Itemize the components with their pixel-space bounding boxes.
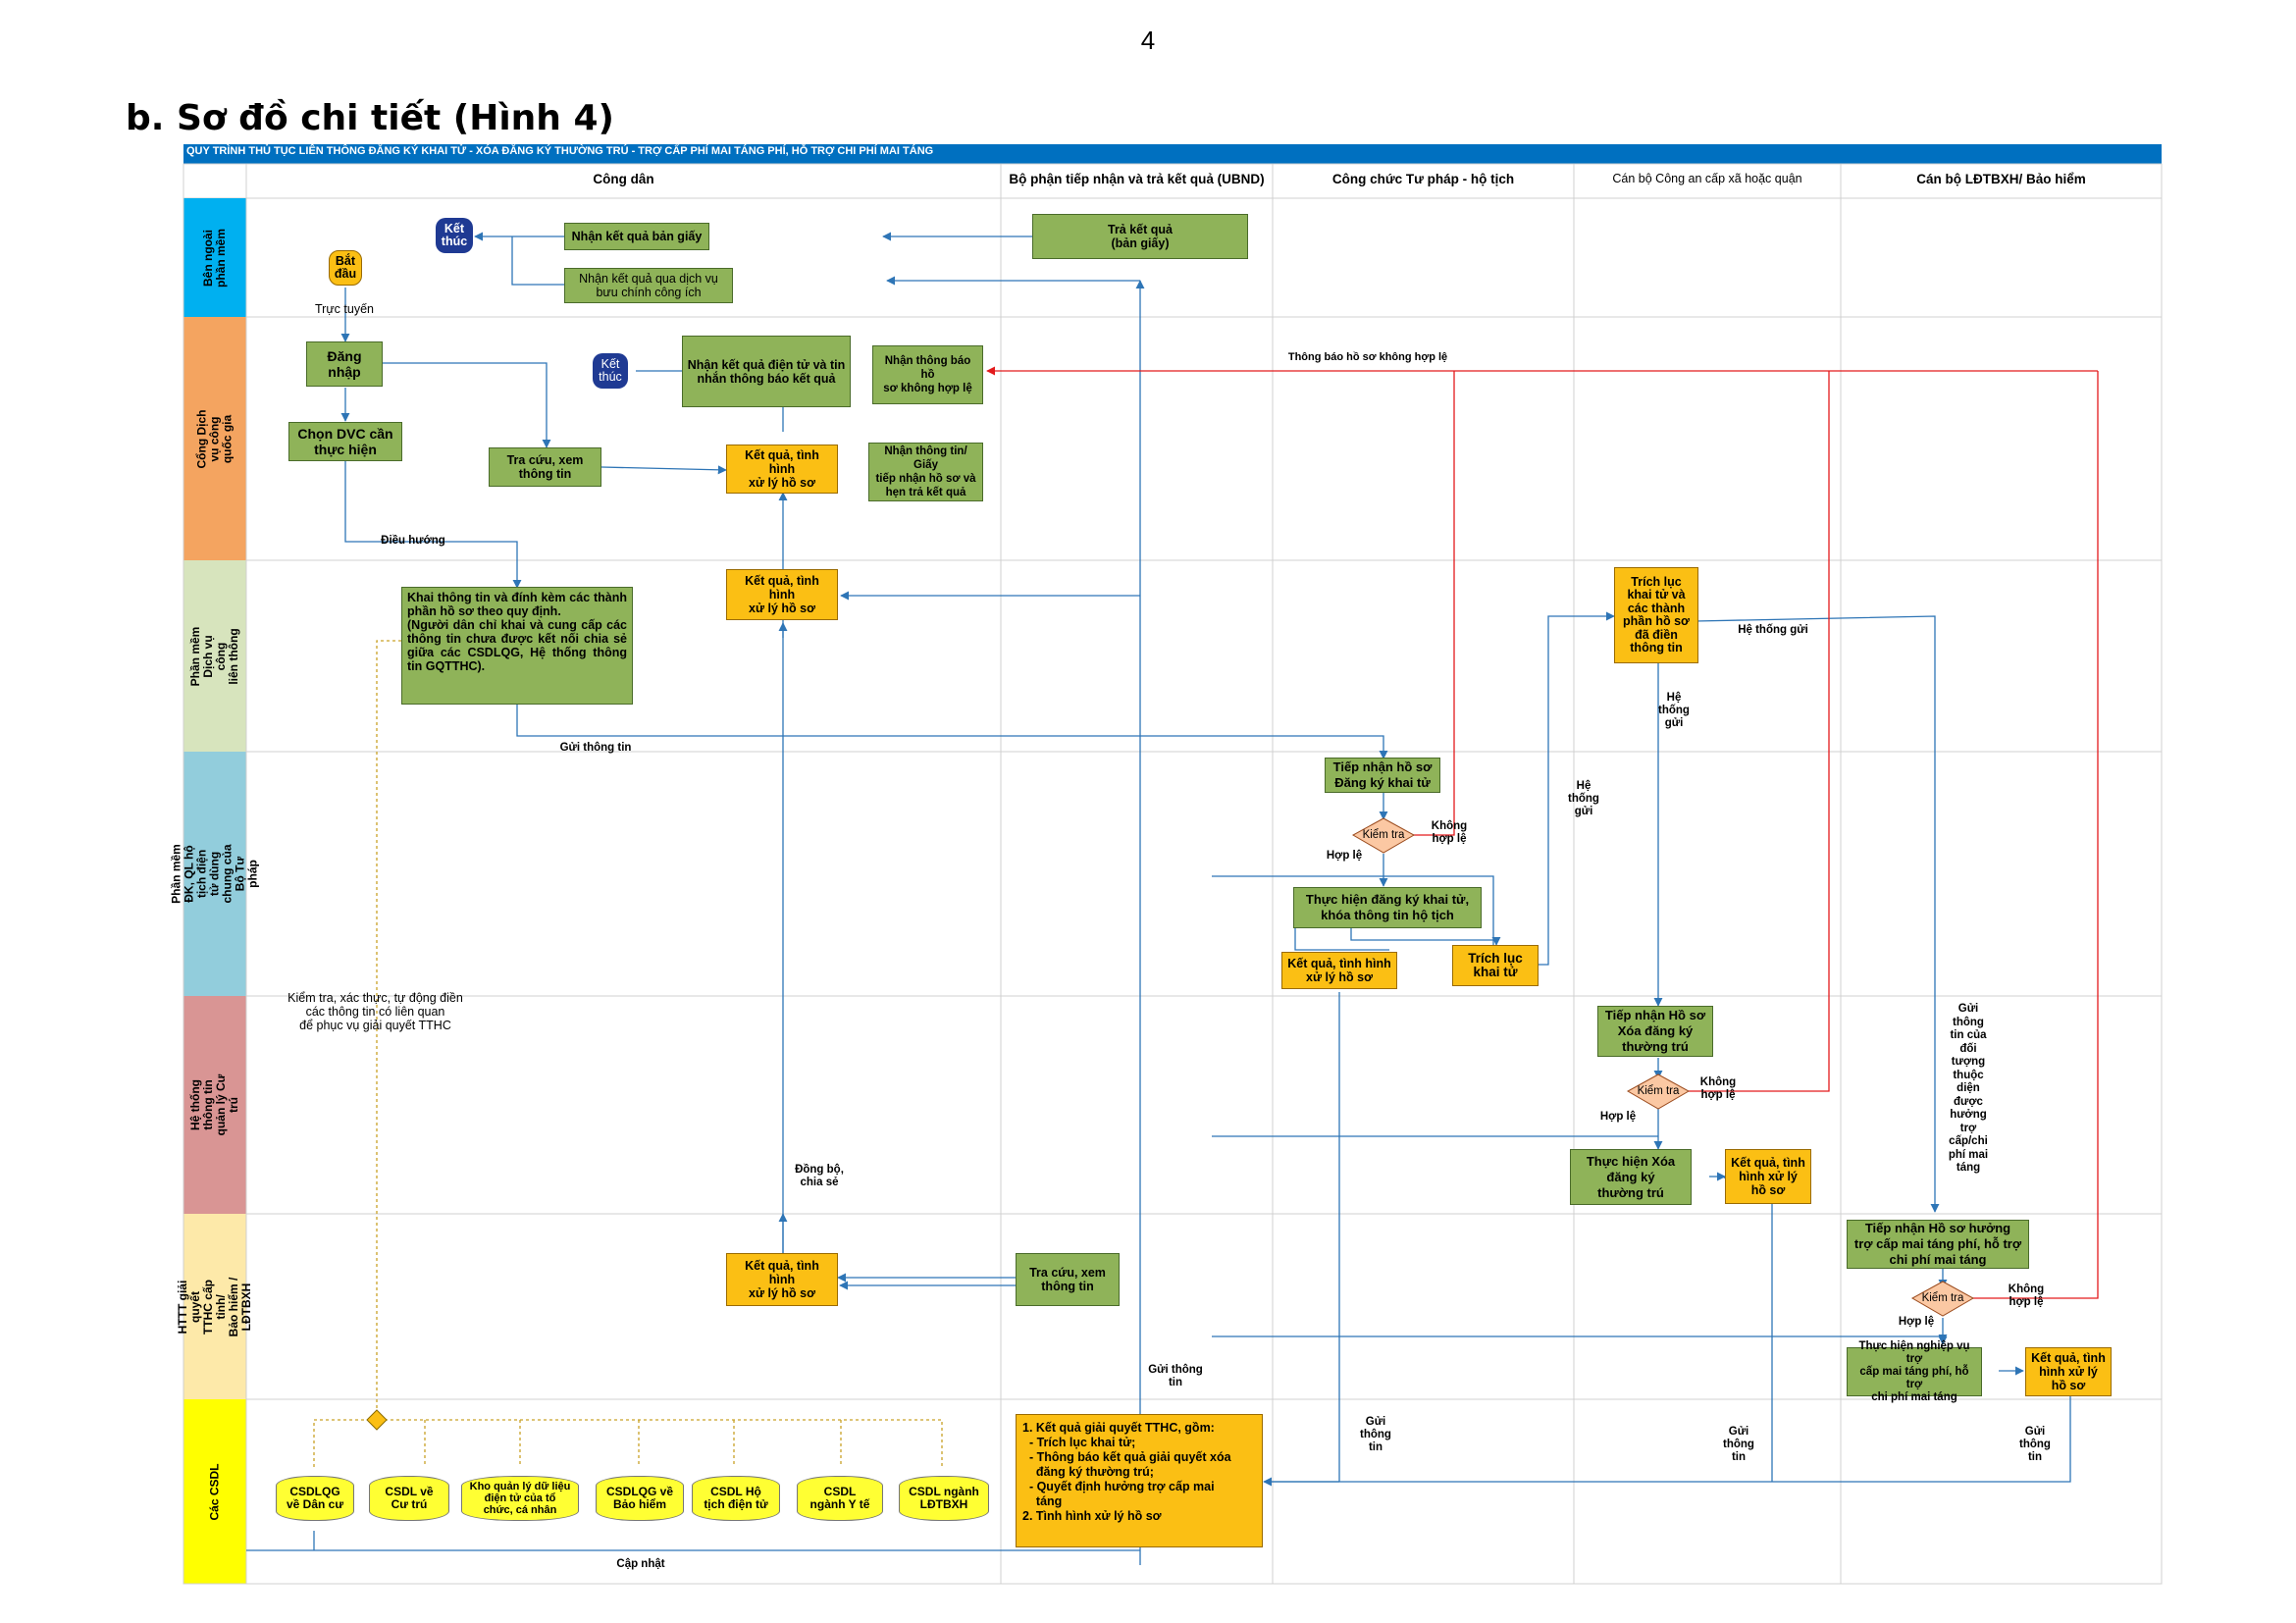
end-terminal-2: Kết thúc	[593, 353, 628, 389]
node-thuc-hien-xoa: Thực hiện Xóa đăng ký thường trú	[1570, 1149, 1692, 1205]
node-ket-qua-giai-quyet: 1. Kết quả giải quyết TTHC, gồm: - Trích…	[1016, 1414, 1263, 1547]
label-dieu-huong: Điều hướng	[381, 535, 445, 547]
node-kq-tinh-hinh-2: Kết quả, tình hình xử lý hồ sơ	[726, 569, 838, 620]
lane-bar-6	[183, 1214, 246, 1399]
check-diamond-2	[1626, 1073, 1691, 1110]
section-heading: b. Sơ đồ chi tiết (Hình 4)	[126, 98, 614, 138]
db-ho-tich: CSDL Hộ tịch điện tử	[692, 1476, 780, 1521]
check-label-3: Kiểm tra	[1921, 1292, 1964, 1304]
label-khong-hop-le-1: Không hợp lệ	[1431, 820, 1468, 845]
lane-label-1: Bên ngoài phần mềm	[201, 228, 228, 288]
flow-lines-gold	[313, 640, 943, 1467]
label-gui-thong-tin-5: Gửi thông tin	[2019, 1426, 2051, 1463]
node-trich-luc-khai-tu: Trích lục khai tử	[1452, 945, 1539, 986]
node-tiep-nhan-xoa-dk: Tiếp nhận Hồ sơ Xóa đăng ký thường trú	[1597, 1006, 1713, 1057]
label-hop-le-2: Hợp lệ	[1599, 1111, 1637, 1123]
label-he-thong-gui-1: Hệ thống gửi	[1738, 624, 1808, 636]
lane-label-2: Cổng Dịch vụ công quốc gia	[194, 409, 235, 468]
node-kq-tinh-hinh-3: Kết quả, tình hình xử lý hồ sơ	[1281, 952, 1397, 989]
lane-bar-5	[183, 996, 246, 1214]
lane-bar-7	[183, 1399, 246, 1584]
banner-title: QUY TRÌNH THỦ TỤC LIÊN THÔNG ĐĂNG KÝ KHA…	[186, 145, 934, 157]
label-gui-thong-tin-doi-tuong: Gửi thông tin của đối tượng thuộc diện đ…	[1948, 1003, 1989, 1174]
node-trich-luc-cac-thanh-phan: Trích lục khai tử và các thành phần hồ s…	[1614, 567, 1698, 663]
column-header-cong-dan: Công dân	[593, 172, 654, 186]
column-header-tu-phap: Công chức Tư pháp - hộ tịch	[1331, 172, 1515, 186]
lane-label-4: Phần mềm ĐK, QL hộ tịch điện tử dùng chu…	[169, 844, 260, 904]
db-bao-hiem: CSDLQG về Bảo hiểm	[596, 1476, 684, 1521]
label-gui-thong-tin: Gửi thông tin	[559, 742, 632, 754]
column-header-bo-phan: Bộ phận tiếp nhận và trả kết quả (UBND)	[1009, 172, 1265, 186]
flow-lines-red	[986, 366, 2099, 1299]
banner-bar	[183, 144, 2162, 164]
lane-bar-2	[183, 317, 246, 560]
lane-label-7: Các CSDL	[207, 1462, 222, 1521]
column-header-cong-an: Cán bộ Công an cấp xã hoặc quận	[1612, 172, 1802, 185]
check-diamond-3	[1910, 1281, 1975, 1317]
check-label-1: Kiểm tra	[1362, 829, 1405, 841]
check-label-2: Kiểm tra	[1637, 1085, 1680, 1097]
db-ldtbxh: CSDL ngành LĐTBXH	[899, 1476, 989, 1521]
lane-label-5: Hệ thống thông tin quản lý Cư trú	[188, 1073, 240, 1136]
node-kq-tinh-hinh-4: Kết quả, tình hình xử lý hồ sơ	[1725, 1149, 1811, 1204]
node-nhan-kq-giay: Nhận kết quả bản giấy	[564, 223, 709, 250]
label-thong-bao-khong-hop-le: Thông báo hồ sơ không hợp lệ	[1287, 351, 1448, 363]
node-nhan-tb-khong-hop-le: Nhận thông báo hồ sơ không hợp lệ	[872, 345, 983, 404]
node-nhan-kq-buu-chinh: Nhận kết quả qua dịch vụ bưu chính công …	[564, 268, 733, 303]
label-hop-le-3: Hợp lệ	[1898, 1316, 1935, 1328]
node-nhan-thong-tin-giay: Nhận thông tin/ Giấy tiếp nhận hồ sơ và …	[868, 443, 983, 501]
node-khai-thong-tin: Khai thông tin và đính kèm các thành phầ…	[401, 587, 633, 705]
label-gui-thong-tin-3: Gửi thông tin	[1360, 1416, 1391, 1453]
lane-label-3: Phần mềm Dịch vụ công liên thông	[188, 626, 240, 686]
column-header-ldtbxh: Cán bộ LĐTBXH/ Bảo hiểm	[1916, 172, 2086, 186]
node-kq-tinh-hinh-1: Kết quả, tình hình xử lý hồ sơ	[726, 445, 838, 494]
end-terminal-1: Kết thúc	[436, 218, 473, 253]
node-tra-cuu-2: Tra cứu, xem thông tin	[1016, 1253, 1120, 1306]
node-chon-dvc: Chọn DVC cần thực hiện	[288, 422, 402, 461]
db-y-te: CSDL ngành Y tế	[797, 1476, 883, 1521]
node-kq-tinh-hinh-6: Kết quả, tình hình xử lý hồ sơ	[2025, 1347, 2112, 1396]
label-dong-bo: Đồng bộ, chia sẻ	[795, 1164, 844, 1188]
flow-lines-blue	[246, 232, 2071, 1565]
node-dang-nhap: Đăng nhập	[306, 341, 383, 387]
node-tiep-nhan-mai-tang: Tiếp nhận Hồ sơ hưởng trợ cấp mai táng p…	[1847, 1220, 2029, 1269]
lane-bar-4	[183, 752, 246, 996]
db-kho-du-lieu: Kho quản lý dữ liệu điện tử của tổ chức,…	[461, 1476, 579, 1521]
label-cap-nhat: Cập nhật	[616, 1558, 665, 1570]
lane-label-6: HTTT giải quyết TTHC cấp tỉnh/ Bảo hiểm …	[176, 1277, 253, 1336]
label-truc-tuyen: Trực tuyến	[314, 302, 374, 316]
start-terminal: Bắt đầu	[329, 250, 362, 286]
grid-lines	[183, 163, 2163, 1585]
label-hop-le-1: Hợp lệ	[1326, 850, 1363, 862]
corner-cell	[183, 163, 247, 199]
node-kq-tinh-hinh-5: Kết quả, tình hình xử lý hồ sơ	[726, 1253, 838, 1306]
label-gui-thong-tin-2: Gửi thông tin	[1148, 1364, 1203, 1388]
db-junction-diamond	[366, 1409, 388, 1431]
page-number: 4	[1140, 26, 1156, 55]
node-tra-cuu-1: Tra cứu, xem thông tin	[489, 447, 601, 487]
db-cu-tru: CSDL về Cư trú	[369, 1476, 449, 1521]
label-khong-hop-le-3: Không hợp lệ	[2008, 1283, 2045, 1308]
lane-bar-1	[183, 198, 246, 317]
node-thuc-hien-khai-tu: Thực hiện đăng ký khai tử, khóa thông ti…	[1293, 887, 1482, 928]
label-he-thong-gui-3: Hệ thống gửi	[1568, 780, 1599, 817]
node-nhan-kq-dien-tu: Nhận kết quả điện tử và tin nhắn thông b…	[682, 336, 851, 407]
node-thuc-hien-nghiep-vu: Thực hiện nghiệp vụ trợ cấp mai táng phí…	[1847, 1340, 1982, 1403]
lane-bar-3	[183, 560, 246, 752]
db-dan-cu: CSDLQG về Dân cư	[276, 1476, 354, 1521]
node-tiep-nhan-khai-tu: Tiếp nhận hồ sơ Đăng ký khai tử	[1325, 758, 1440, 793]
label-he-thong-gui-2: Hệ thống gửi	[1658, 692, 1690, 729]
label-gui-thong-tin-4: Gửi thông tin	[1723, 1426, 1754, 1463]
label-khong-hop-le-2: Không hợp lệ	[1699, 1076, 1737, 1101]
node-tra-ket-qua: Trả kết quả (bản giấy)	[1032, 214, 1248, 259]
check-diamond-1	[1351, 817, 1416, 854]
label-kiem-tra-xac-thuc: Kiểm tra, xác thực, tự động điền các thô…	[287, 991, 463, 1032]
